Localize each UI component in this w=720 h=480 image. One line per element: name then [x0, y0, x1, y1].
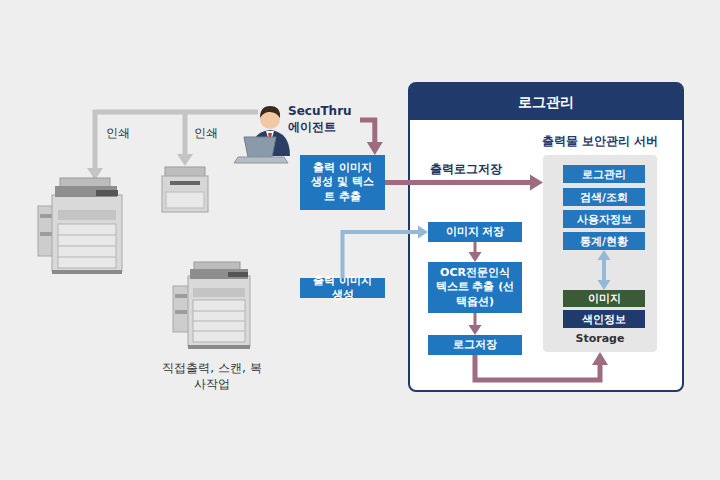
- mfp-printer: [173, 262, 250, 349]
- mfp-printer: [38, 178, 122, 274]
- device-caption: 직접출력, 스캔, 복사작업: [162, 360, 262, 392]
- panel-title: 로그관리: [410, 84, 682, 120]
- box-text: 색인정보: [582, 313, 626, 326]
- server-title: 출력물 보안관리 서버: [520, 133, 680, 149]
- printer-scanner: [55, 186, 117, 197]
- print-line: [95, 112, 258, 170]
- process-box: 출력 이미지 생성: [300, 278, 385, 298]
- printer-tray: [175, 294, 187, 298]
- process-box: 로그저장: [428, 335, 522, 355]
- printer-finisher: [173, 286, 189, 332]
- process-box: OCR전문인식 텍스트 추출 (선택옵션): [428, 262, 522, 313]
- drawer-line: [193, 331, 245, 332]
- print-arrowhead: [177, 154, 193, 166]
- flow-connector: [360, 120, 383, 155]
- server-panel: 출력물 보안관리 서버Storage로그관리검색/조회사용자정보통계/현황이미지…: [543, 155, 657, 352]
- box-text: 이미지: [588, 292, 621, 305]
- process-box: 출력 이미지 생성 및 텍스트 추출: [300, 155, 385, 210]
- user-icon: [234, 106, 290, 163]
- printer-panel: [96, 190, 118, 196]
- function-box: 사용자정보: [563, 210, 645, 228]
- box-text: 검색/조회: [580, 191, 628, 204]
- printer-output: [193, 288, 245, 297]
- function-box: 로그관리: [563, 165, 645, 183]
- printer-tray: [40, 232, 52, 236]
- printer-panel: [228, 272, 248, 277]
- print-line: [183, 112, 188, 156]
- box-text: OCR전문인식 텍스트 추출 (선택옵션): [435, 266, 515, 309]
- print-wires: [87, 112, 258, 180]
- box-text: 출력 이미지 생성 및 텍스트 추출: [311, 161, 374, 204]
- box-text: 이미지 저장: [446, 225, 505, 239]
- storage-box: 이미지: [563, 290, 645, 307]
- box-text: 사용자정보: [577, 213, 632, 226]
- function-box: 통계/현황: [563, 232, 645, 250]
- printer-body: [188, 276, 250, 346]
- laser-printer: [162, 167, 208, 212]
- printer-drawers: [58, 224, 116, 268]
- drawer-line: [58, 235, 116, 236]
- process-box: 이미지 저장: [428, 222, 522, 242]
- flow-label: 인쇄: [98, 125, 138, 141]
- function-box: 검색/조회: [563, 188, 645, 206]
- drawer-line: [193, 311, 245, 312]
- agent-label: SecuThru 에이전트: [288, 103, 360, 137]
- drawer-line: [193, 321, 245, 322]
- drawer-line: [58, 246, 116, 247]
- flow-label: 인쇄: [186, 125, 226, 141]
- printer-adf: [194, 262, 240, 270]
- edge-label: 출력로그저장: [430, 161, 502, 177]
- printer-drawers: [193, 300, 245, 342]
- drawer-line: [58, 257, 116, 258]
- box-text: 로그저장: [453, 338, 497, 352]
- printer-adf: [60, 178, 110, 187]
- box-text: 로그관리: [582, 168, 626, 181]
- group-panel: 로그관리이미지 저장 OCR전문인식 텍스트 추출 (선택옵션) 로그저장 출력물 보…: [408, 82, 684, 392]
- laptop-base: [234, 157, 288, 163]
- printer-tray: [175, 310, 187, 314]
- box-text: 통계/현황: [580, 235, 628, 248]
- printer-body: [52, 195, 122, 271]
- arrowhead: [367, 142, 383, 155]
- storage-box: 색인정보: [563, 310, 645, 328]
- printer-tray: [40, 214, 52, 218]
- laptop-screen: [244, 137, 276, 157]
- printer-tray: [166, 192, 204, 208]
- storage-label: Storage: [543, 332, 657, 346]
- printer-base: [188, 345, 250, 349]
- printer-slot: [170, 181, 200, 185]
- box-text: 출력 이미지 생성: [311, 274, 374, 303]
- user-hair: [260, 106, 280, 118]
- printer-base: [52, 270, 122, 274]
- printer-scanner: [190, 269, 248, 279]
- connector-line: [360, 120, 375, 143]
- printer-output: [58, 210, 116, 220]
- agent-name: SecuThru 에이전트: [288, 104, 360, 135]
- printer-body: [162, 176, 208, 212]
